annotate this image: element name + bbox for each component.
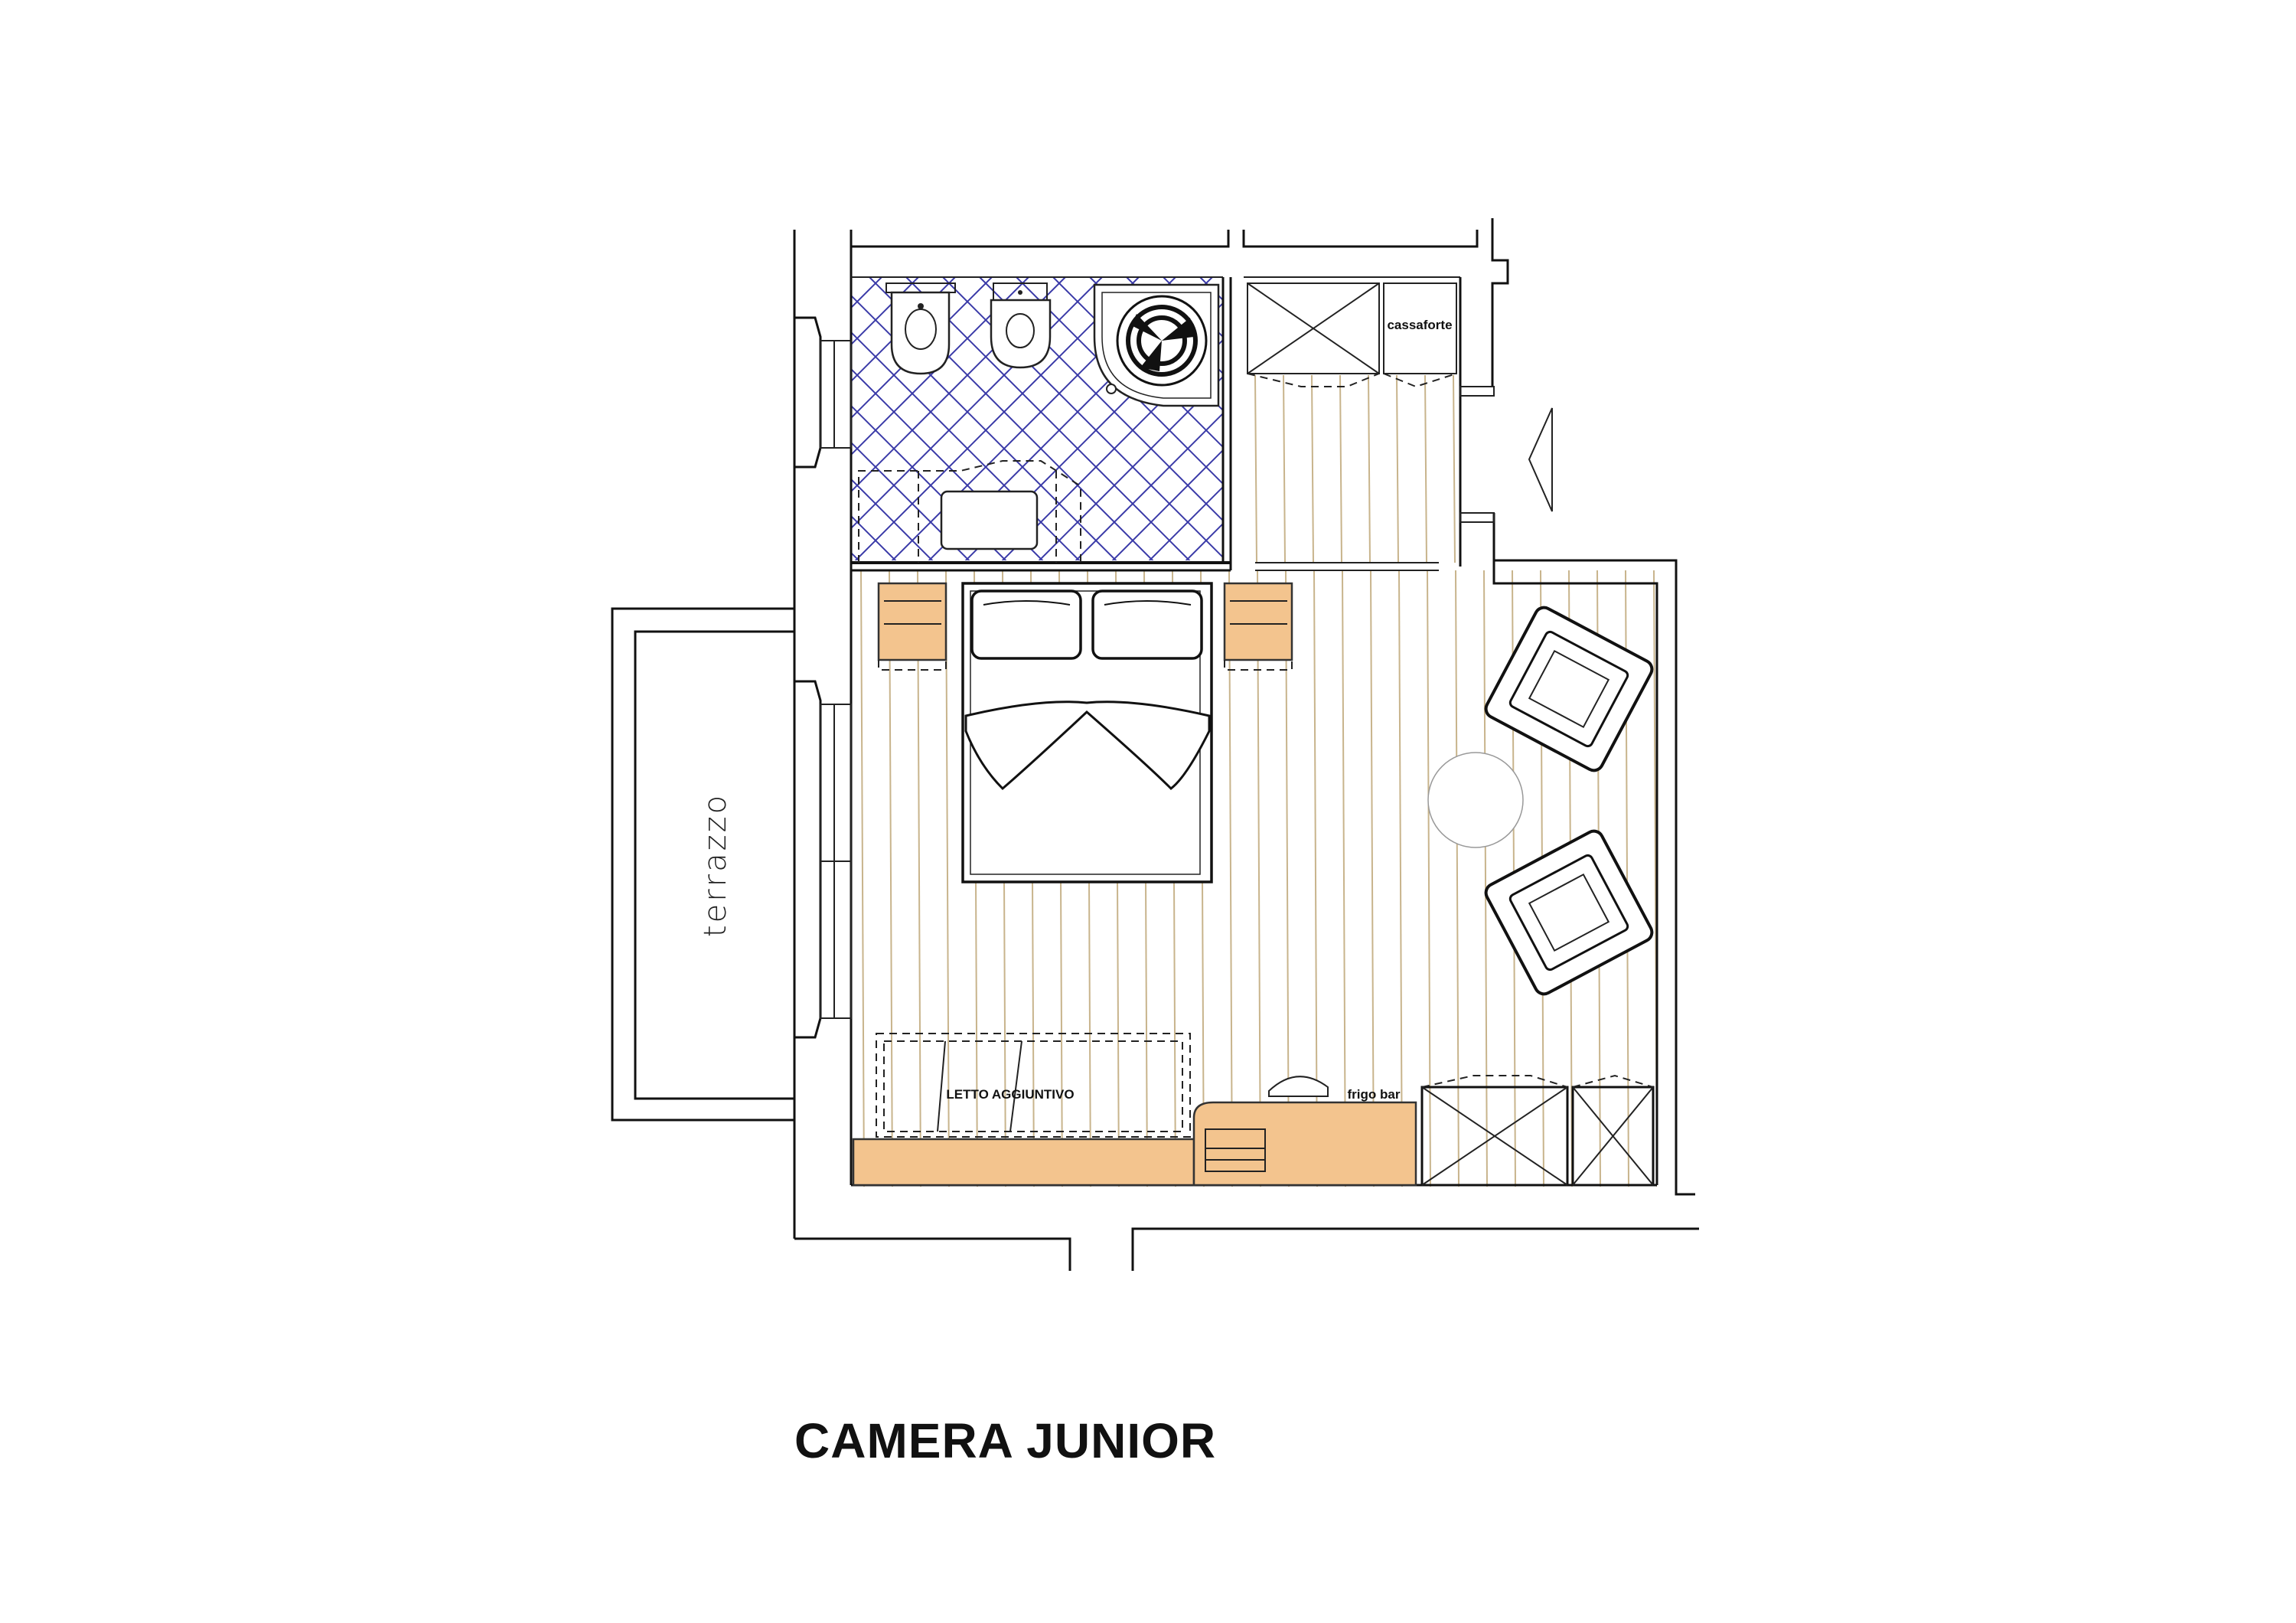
extra-bed: LETTO AGGIUNTIVO [876, 1033, 1191, 1138]
armchair-bottom [1484, 829, 1654, 996]
double-bed [961, 582, 1213, 883]
floor-pattern-line [1567, 277, 1874, 583]
floor-pattern-line [429, 277, 735, 583]
floor-pattern-line [1531, 277, 1837, 583]
floor-pattern-line [1398, 570, 1403, 1187]
floor-pattern-line [1254, 375, 1257, 563]
safe-label: cassaforte [1387, 318, 1452, 332]
floor-pattern-line [1185, 523, 1222, 560]
pillow-left [970, 589, 1082, 660]
floor-pattern-line [1604, 277, 1910, 583]
floor-pattern-line [1483, 570, 1488, 1187]
closet-wood-floor [1254, 375, 1456, 563]
floor-pattern-line [1368, 375, 1371, 563]
floor-pattern-line [1310, 277, 1616, 583]
pillow-right [1091, 589, 1203, 660]
floor-pattern-line [1420, 277, 1727, 583]
terrace-label: terrazzo [698, 793, 733, 937]
floor-pattern-line [502, 277, 808, 583]
floor-pattern-line [851, 478, 934, 560]
floor-pattern-line [1427, 570, 1431, 1187]
floor-pattern-line [1370, 570, 1375, 1187]
window-lower [794, 680, 852, 1039]
floor-pattern-line [539, 277, 845, 583]
floor-pattern-line [465, 277, 771, 583]
floor-pattern-line [1396, 375, 1399, 563]
floor-pattern-line [1457, 277, 1763, 583]
floor-pattern-line [851, 277, 1103, 530]
floor-pattern-line [860, 570, 865, 1187]
floor-pattern-line [539, 277, 845, 583]
floor-pattern-line [851, 551, 860, 560]
floor-pattern-line [1455, 570, 1459, 1187]
duvet-fold [964, 700, 1211, 791]
nightstand-left [877, 582, 947, 671]
wardrobe [1247, 282, 1380, 387]
nightstand-right [1223, 582, 1293, 671]
cabinet-small [1571, 1074, 1655, 1187]
floor-pattern-line [1457, 277, 1763, 583]
terrace: terrazzo [611, 607, 796, 1122]
plan-title: CAMERA JUNIOR [794, 1413, 1217, 1468]
floor-pattern-line [917, 570, 921, 1187]
vanity-sink [858, 460, 1081, 563]
minibar-label: frigo bar [1348, 1087, 1401, 1102]
floor-pattern-line [1531, 277, 1837, 583]
floor-pattern-line [1257, 570, 1261, 1187]
floor-pattern-line [392, 277, 698, 583]
floor-pattern-line [1283, 375, 1286, 563]
floor-pattern-line [851, 277, 1029, 456]
floor-pattern-line [1494, 277, 1800, 583]
floor-pattern-line [1604, 277, 1910, 583]
window-upper [794, 316, 852, 469]
floor-pattern-line [1311, 375, 1314, 563]
floor-pattern-line [1228, 570, 1233, 1187]
floor-pattern-line [1420, 277, 1727, 583]
desk-chair [1268, 1076, 1329, 1097]
floor-pattern-line [502, 277, 808, 583]
floor-pattern-line [1453, 375, 1456, 563]
floor-pattern-line [1339, 375, 1342, 563]
toilet [990, 282, 1052, 369]
floor-pattern-line [1075, 413, 1222, 560]
floor-pattern-line [854, 277, 1140, 560]
cabinet-large [1420, 1075, 1569, 1187]
side-table [1427, 752, 1524, 848]
floor-pattern-line [1111, 449, 1222, 560]
bidet [885, 282, 956, 375]
safe: cassaforte [1383, 282, 1457, 388]
floor-pattern-line [851, 514, 897, 560]
floor-pattern-line [1494, 277, 1800, 583]
floor-pattern-line [1310, 277, 1616, 583]
shower [1093, 283, 1220, 407]
desk-counter: frigo bar [852, 1076, 1417, 1187]
floor-pattern-line [1567, 277, 1874, 583]
floor-pattern-line [1038, 376, 1222, 560]
armchair-top [1484, 606, 1654, 772]
floor-pattern-line [1342, 570, 1346, 1187]
floor-pattern-line [465, 277, 771, 583]
floor-pattern-line [392, 277, 698, 583]
floor-pattern-line [1148, 486, 1222, 560]
floor-pattern-line [851, 277, 882, 309]
extra-bed-label: LETTO AGGIUNTIVO [946, 1087, 1074, 1102]
floor-pattern-line [889, 570, 893, 1187]
floor-pattern-line [429, 277, 735, 583]
floor-pattern-line [851, 277, 919, 346]
floor-pattern-line [945, 570, 950, 1187]
floor-pattern-line [1424, 375, 1427, 563]
